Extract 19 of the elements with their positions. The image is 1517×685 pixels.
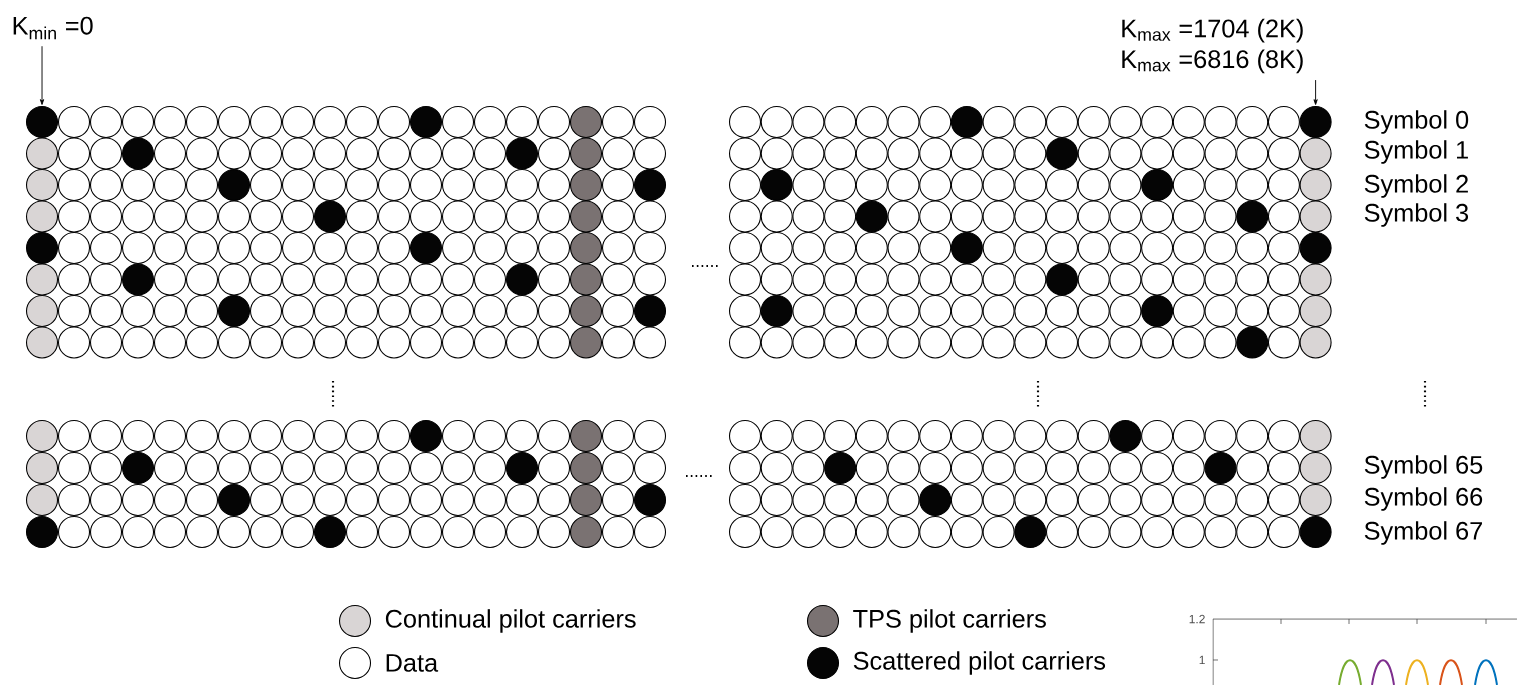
symbol-label: Symbol 2 (1364, 174, 1468, 198)
carrier-label: K$_{max}$ =1704 (2K) K$_{max}$ =6816 (8K) (1122, 18, 1303, 74)
tick-label: 1.2 (1189, 614, 1205, 624)
carrier-label: K$_{min}$ =0 (13, 16, 93, 40)
legend-text: Continual pilot carriers (385, 609, 636, 633)
symbol-label: Symbol 65 (1364, 455, 1483, 479)
symbol-label: Symbol 1 (1364, 140, 1468, 164)
legend-text: Scattered pilot carriers (853, 651, 1106, 675)
arrow (1313, 79, 1318, 105)
tick-label: 1 (1199, 655, 1205, 665)
legend-text: Data (386, 654, 439, 672)
carrier-circle (26, 105, 59, 139)
symbol-label: Symbol 0 (1364, 110, 1469, 134)
arrow (39, 45, 45, 105)
legend-text: TPS pilot carriers (853, 609, 1046, 633)
symbol-label: Symbol 3 (1364, 203, 1469, 227)
carrier-circle (1299, 105, 1332, 139)
symbol-label: Symbol 67 (1364, 521, 1482, 545)
symbol-label: Symbol 66 (1364, 487, 1483, 511)
